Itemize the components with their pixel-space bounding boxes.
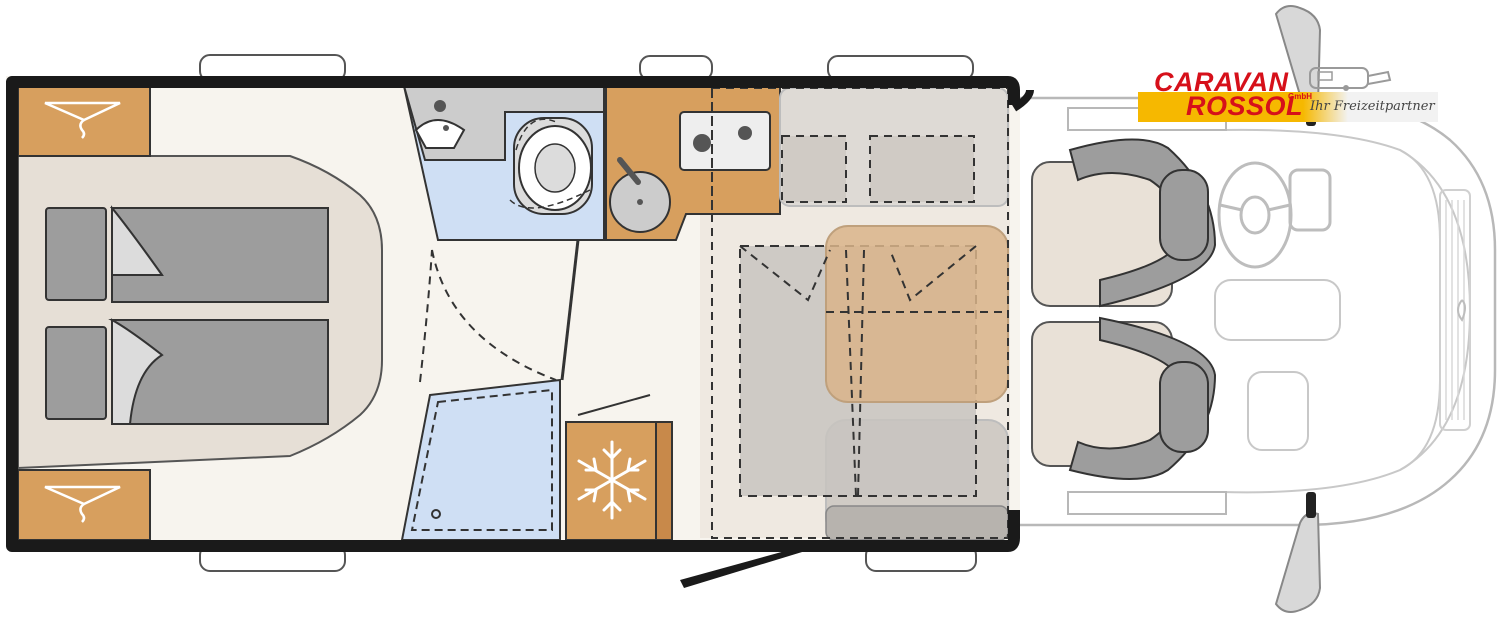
brand-emblem [1457, 299, 1466, 322]
cushion-1 [781, 135, 847, 203]
logo-slogan: Ihr Freizeitpartner [1310, 99, 1435, 114]
table [825, 225, 1009, 403]
dinette [711, 87, 1009, 541]
blanket-bottom-fold [111, 318, 164, 425]
mirror-arm-bottom [1306, 492, 1316, 518]
wardrobes [17, 85, 151, 541]
burner-2 [738, 126, 752, 140]
bed-fold-lines [739, 245, 977, 497]
sink-icon [609, 157, 671, 233]
logo-bar [1138, 92, 1438, 122]
logo-suffix: GmbH [1288, 92, 1312, 101]
bathroom [402, 85, 605, 241]
blankets [108, 205, 329, 425]
door-swing-2 [419, 249, 433, 383]
step-bottom [1067, 491, 1227, 515]
passenger-seat [1031, 316, 1217, 480]
driver-seat [1031, 138, 1217, 308]
cab-seats [1031, 138, 1217, 480]
cupholder [1247, 371, 1309, 451]
hull-outline [6, 76, 1020, 552]
bench-cushion-bottom [825, 505, 1009, 541]
caravan-icon [1309, 67, 1392, 91]
hanger-icon [44, 101, 121, 139]
steering-wheel-icon [1217, 161, 1332, 269]
shower-tray-inner [410, 388, 553, 531]
snowflake-icon [577, 440, 647, 520]
pillow-top [45, 207, 107, 301]
logo-line2: ROSSOL [1186, 91, 1304, 121]
hanger-icon [44, 485, 121, 523]
pillow-bottom [45, 326, 107, 420]
hull-front-edge [1011, 89, 1034, 112]
cushion-2 [869, 135, 975, 203]
fridge [565, 421, 673, 541]
logo-line1: CARAVAN [1154, 67, 1289, 97]
grille [1439, 189, 1471, 431]
toilet-icon [509, 117, 593, 215]
burner-1 [693, 134, 711, 152]
pillows [45, 207, 107, 420]
partition-wall-2 [577, 394, 651, 416]
partition-wall [560, 239, 580, 381]
partitions [419, 239, 651, 416]
shower-drain [431, 509, 441, 519]
mirror-bottom [1274, 512, 1322, 613]
center-console [1214, 279, 1341, 341]
sink-icon [414, 100, 466, 149]
dealer-logo: CARAVAN ROSSOL GmbH Ihr Freizeitpartner [1138, 66, 1440, 126]
blanket-top-fold [111, 205, 164, 276]
door-swing [431, 249, 557, 381]
